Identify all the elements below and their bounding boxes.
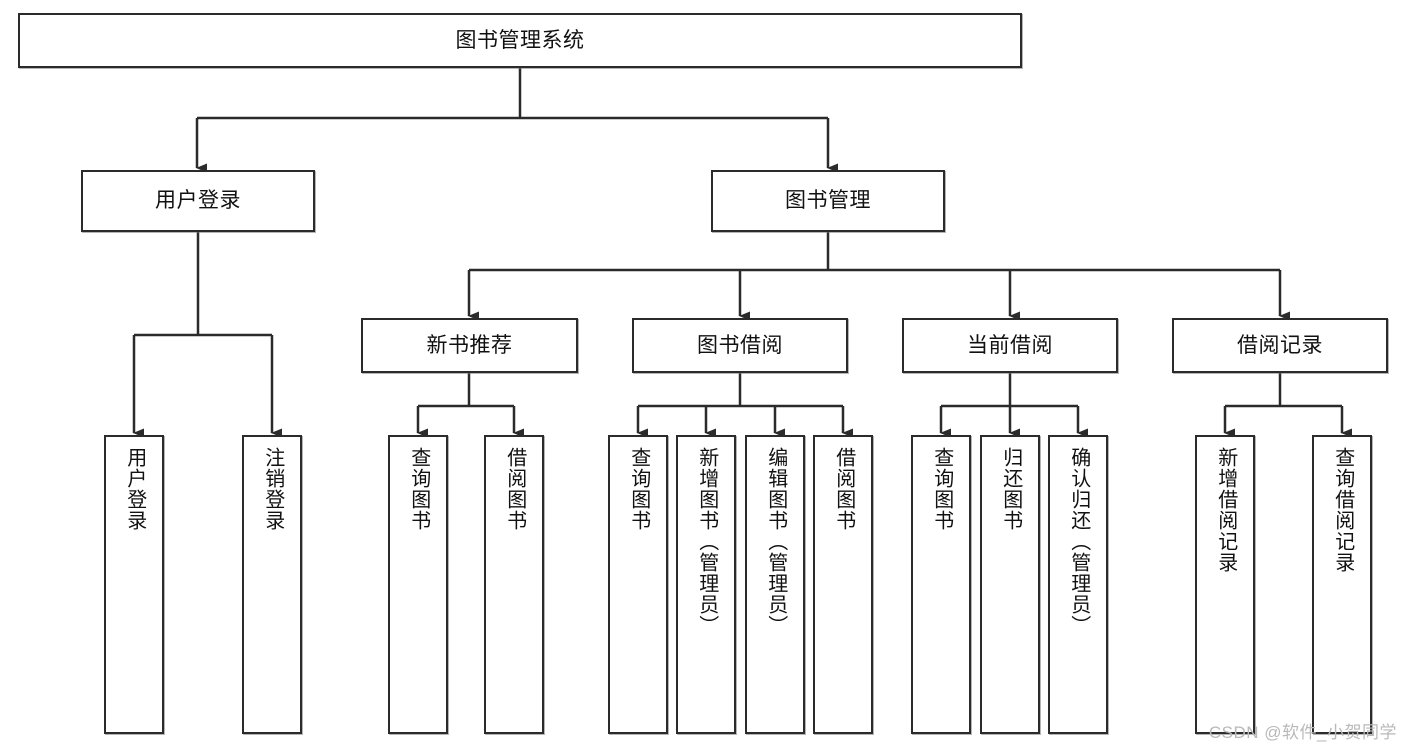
node-leaf-query-borrow-record[interactable]: 查询借阅记录 [1312,435,1372,734]
node-leaf-edit-book-admin[interactable]: 编辑图书（管理员） [745,435,805,734]
node-label: 查询图书 [627,447,650,531]
node-label: 查询图书 [930,447,953,531]
node-leaf-query-book-current[interactable]: 查询图书 [911,435,971,734]
node-leaf-logout-login[interactable]: 注销登录 [242,435,302,734]
node-label: 用户登录 [123,447,146,531]
node-label: 编辑图书（管理员） [764,447,787,636]
node-label: 确认归还（管理员） [1067,447,1090,636]
node-label: 新增图书（管理员） [695,447,718,636]
node-label: 图书借阅 [697,333,783,357]
node-leaf-confirm-return-admin[interactable]: 确认归还（管理员） [1048,435,1108,734]
node-label: 查询借阅记录 [1331,447,1354,573]
connector-lines [132,68,1352,438]
node-label: 新增借阅记录 [1214,447,1237,573]
node-leaf-query-book-rec[interactable]: 查询图书 [388,435,448,734]
node-current-borrow[interactable]: 当前借阅 [902,318,1118,373]
watermark-text: CSDN @软件_小贺同学 [1208,723,1397,742]
node-label: 当前借阅 [967,333,1053,357]
node-user-login[interactable]: 用户登录 [81,170,315,232]
node-root-system[interactable]: 图书管理系统 [18,13,1022,68]
node-label: 用户登录 [155,189,241,213]
node-label: 借阅图书 [832,447,855,531]
node-leaf-return-book[interactable]: 归还图书 [980,435,1040,734]
node-label: 图书管理 [785,189,871,213]
node-leaf-add-book-admin[interactable]: 新增图书（管理员） [676,435,736,734]
node-borrow-record[interactable]: 借阅记录 [1172,318,1388,373]
node-label: 借阅记录 [1237,333,1323,357]
node-leaf-add-borrow-record[interactable]: 新增借阅记录 [1195,435,1255,734]
node-leaf-borrow-book-rec[interactable]: 借阅图书 [484,435,544,734]
node-book-borrow[interactable]: 图书借阅 [632,318,848,373]
node-label: 图书管理系统 [455,28,585,52]
node-label: 归还图书 [999,447,1022,531]
node-book-management[interactable]: 图书管理 [711,170,945,232]
node-label: 借阅图书 [503,447,526,531]
node-leaf-query-book-borrow[interactable]: 查询图书 [608,435,668,734]
node-label: 查询图书 [407,447,430,531]
node-leaf-borrow-book[interactable]: 借阅图书 [813,435,873,734]
node-label: 注销登录 [261,447,284,531]
node-leaf-user-login[interactable]: 用户登录 [104,435,164,734]
node-label: 新书推荐 [426,333,513,357]
node-new-book-recommend[interactable]: 新书推荐 [361,318,578,373]
